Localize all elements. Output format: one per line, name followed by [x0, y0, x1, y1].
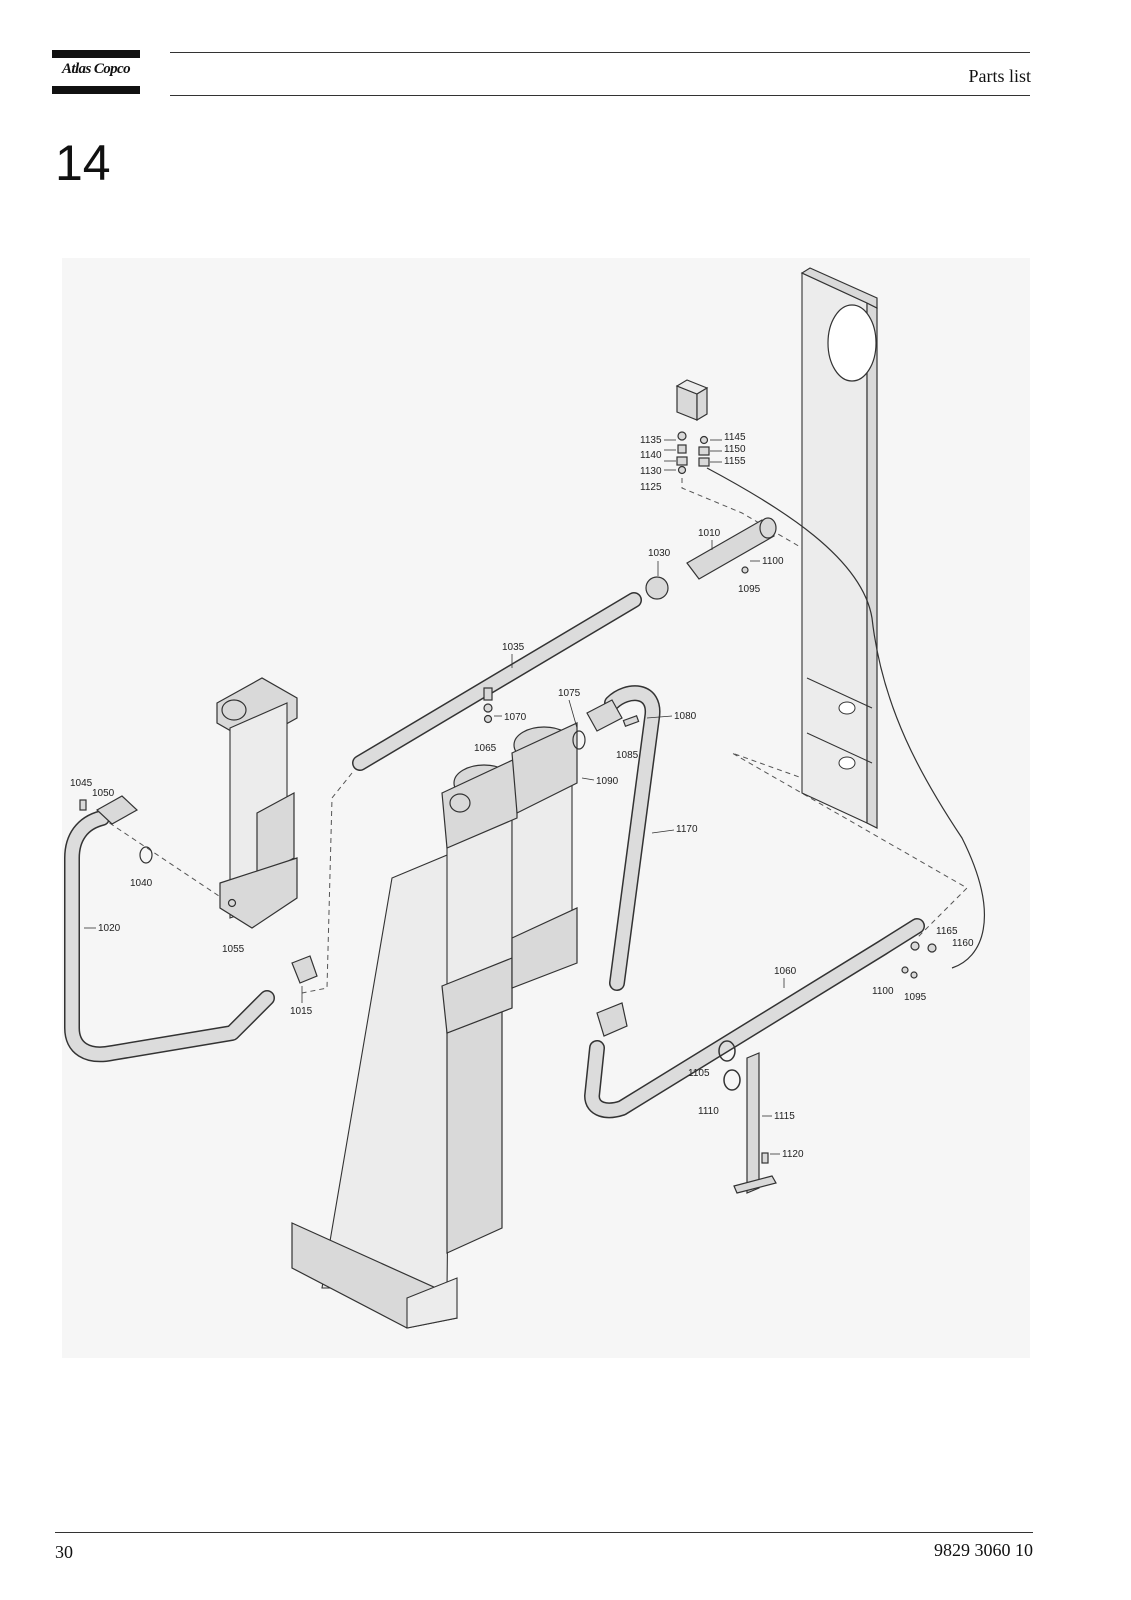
label-1080: 1080 [674, 711, 697, 722]
section-title: Parts list [968, 66, 1031, 86]
label-1170: 1170 [676, 824, 698, 835]
label-1120: 1120 [782, 1149, 804, 1160]
label-1165: 1165 [936, 926, 958, 937]
center-stand [291, 852, 503, 1329]
logo-text: Atlas Copco [62, 61, 131, 77]
label-1015: 1015 [290, 1006, 313, 1017]
label-1050: 1050 [92, 788, 115, 799]
label-1140: 1140 [640, 450, 662, 461]
left-filter-housing [216, 677, 298, 929]
support-bracket [718, 1040, 777, 1194]
label-1160: 1160 [952, 938, 974, 949]
pipe-1020 [64, 795, 318, 1063]
label-1150: 1150 [724, 444, 746, 455]
label-1030: 1030 [648, 548, 671, 559]
pipe-1170 [572, 685, 661, 991]
label-1040: 1040 [130, 878, 153, 889]
pipe-1060 [584, 918, 937, 1119]
label-1055: 1055 [222, 944, 245, 955]
label-1045: 1045 [70, 778, 93, 789]
header-rule-bottom [170, 95, 1030, 96]
sensor-cable [706, 467, 985, 969]
exploded-parts-drawing: 1135 1140 1130 1125 1145 1150 1155 1010 … [62, 258, 1030, 1358]
label-1135: 1135 [640, 435, 662, 446]
label-1060: 1060 [774, 966, 797, 977]
label-1020: 1020 [98, 923, 121, 934]
label-1145: 1145 [724, 432, 746, 443]
label-1075: 1075 [558, 688, 581, 699]
label-1010: 1010 [698, 528, 721, 539]
valve-assembly [645, 517, 777, 600]
page-number: 30 [55, 1542, 73, 1562]
label-1065: 1065 [474, 743, 497, 754]
small-fittings-top [676, 431, 710, 475]
part-labels: 1135 1140 1130 1125 1145 1150 1155 1010 … [70, 432, 974, 1160]
header-rule-top [170, 52, 1030, 53]
logo-bar-bottom [52, 86, 140, 94]
label-1100-top: 1100 [762, 556, 784, 567]
chapter-number: 14 [55, 135, 111, 191]
label-1115: 1115 [774, 1111, 795, 1122]
label-1100-bottom: 1100 [872, 986, 894, 997]
label-1110: 1110 [698, 1106, 719, 1117]
label-1105: 1105 [688, 1068, 710, 1079]
atlas-copco-logo: Atlas Copco [52, 50, 140, 94]
logo-bar-top [52, 50, 140, 58]
label-1130: 1130 [640, 466, 662, 477]
footer-rule [55, 1532, 1033, 1533]
pipe-1035 [352, 592, 642, 771]
label-1125: 1125 [640, 482, 662, 493]
label-1090: 1090 [596, 776, 619, 787]
right-frame [800, 267, 878, 829]
document-number: 9829 3060 10 [934, 1540, 1033, 1560]
sensor-box [675, 379, 709, 422]
label-1070: 1070 [504, 712, 527, 723]
label-1095-bottom: 1095 [904, 992, 927, 1003]
label-1085: 1085 [616, 750, 639, 761]
label-1155: 1155 [724, 456, 746, 467]
twin-filter-housings [441, 722, 578, 1034]
label-1095-top: 1095 [738, 584, 761, 595]
label-1035: 1035 [502, 642, 525, 653]
